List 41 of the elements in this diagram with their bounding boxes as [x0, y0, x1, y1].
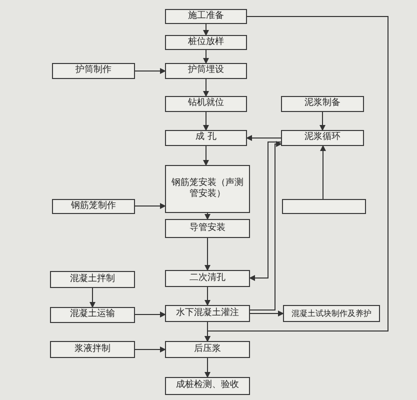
process-box: 混凝土运输	[50, 307, 135, 323]
process-box: 混凝土拌制	[50, 271, 135, 288]
arrow	[134, 346, 166, 352]
arrow	[320, 145, 326, 200]
arrow	[134, 203, 166, 209]
arrow	[203, 50, 209, 64]
process-box: 泥浆循环	[281, 130, 364, 146]
arrow	[250, 141, 282, 310]
arrow	[203, 24, 209, 36]
process-box: 桩位放样	[165, 35, 247, 50]
process-box: 钻机就位	[165, 96, 247, 112]
arrow	[134, 312, 166, 318]
arrow	[204, 238, 210, 271]
process-box: 成桩检测、验收	[165, 377, 250, 395]
arrow	[320, 112, 326, 131]
process-box: 混凝土试块制作及养护	[283, 305, 380, 322]
arrow	[204, 16, 388, 342]
process-box: 泥浆制备	[281, 96, 364, 112]
process-box: 浆液拌制	[50, 341, 135, 358]
empty-box	[282, 199, 366, 214]
process-box: 导管安装	[165, 219, 250, 238]
process-box: 水下混凝土灌注	[165, 305, 250, 322]
arrow	[204, 212, 210, 220]
arrow	[90, 288, 96, 308]
arrow	[134, 68, 166, 74]
process-box: 施工准备	[165, 9, 247, 24]
arrow	[204, 358, 210, 378]
arrow	[249, 142, 282, 281]
process-box: 成 孔	[165, 130, 247, 146]
process-box: 后压浆	[165, 341, 250, 358]
arrow	[246, 135, 282, 141]
process-box: 钢筋笼安装（声测管安装）	[165, 165, 250, 213]
process-box: 钢筋笼制作	[52, 199, 135, 214]
arrow	[204, 286, 210, 306]
arrow	[203, 112, 209, 131]
process-box: 二次清孔	[165, 270, 250, 287]
process-box: 护筒制作	[52, 63, 135, 79]
arrow	[203, 146, 209, 166]
process-box: 护筒埋设	[165, 63, 247, 79]
arrow	[203, 78, 209, 97]
arrow	[250, 310, 284, 316]
